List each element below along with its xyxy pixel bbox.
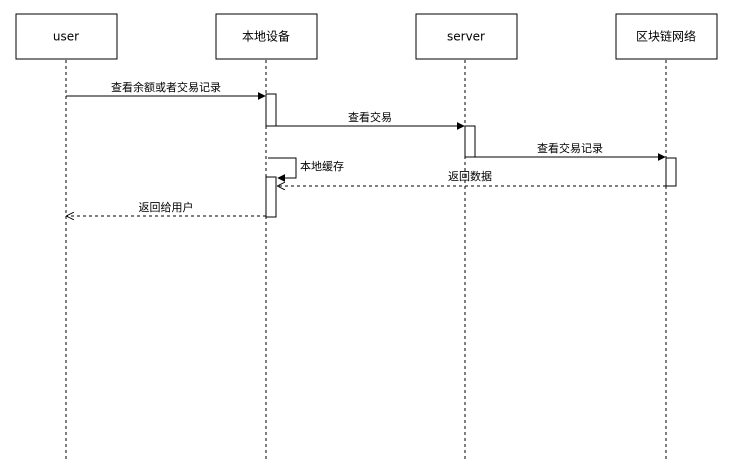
participant-user: user [15, 13, 118, 60]
activation-server [464, 125, 476, 158]
message-return-data: 返回数据 [278, 169, 666, 186]
message-query-records-label: 查看交易记录 [537, 141, 603, 155]
message-query-balance-label: 查看余额或者交易记录 [111, 80, 221, 94]
message-return-to-user: 返回给用户 [67, 200, 266, 216]
participant-device: 本地设备 [215, 13, 318, 60]
message-query-balance: 查看余额或者交易记录 [66, 80, 266, 100]
activation-device-2 [265, 176, 277, 218]
message-query-transaction: 查看交易 [276, 110, 465, 130]
participant-server-label: server [447, 30, 485, 44]
message-query-transaction-label: 查看交易 [348, 110, 392, 124]
activation-chain [665, 157, 677, 187]
participant-server: server [415, 13, 518, 60]
message-query-records: 查看交易记录 [475, 141, 666, 161]
participant-chain: 区块链网络 [615, 13, 718, 60]
activation-device-1 [265, 93, 277, 127]
message-return-to-user-label: 返回给用户 [139, 200, 194, 214]
message-local-cache: 本地缓存 [268, 157, 344, 182]
message-return-data-label: 返回数据 [448, 169, 492, 183]
participant-chain-label: 区块链网络 [636, 29, 696, 44]
message-local-cache-label: 本地缓存 [300, 159, 344, 173]
participant-user-label: user [53, 30, 79, 44]
participant-device-label: 本地设备 [242, 30, 290, 44]
